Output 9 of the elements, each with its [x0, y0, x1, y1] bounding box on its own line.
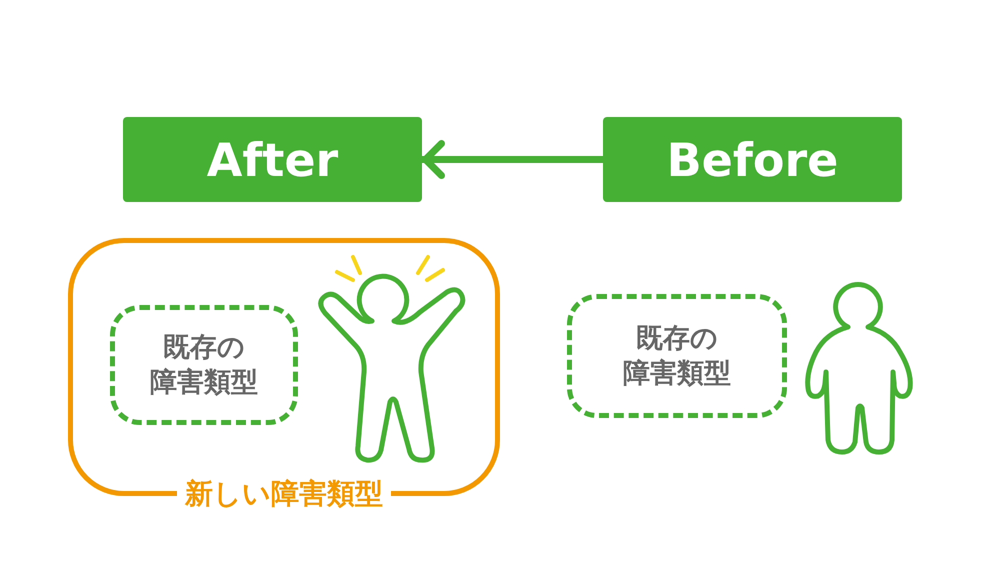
dashed-frame	[110, 305, 298, 425]
banner-label: After	[206, 136, 338, 182]
category-label: 既存の障害類型	[622, 322, 732, 391]
heading-banner	[123, 117, 422, 202]
heading-banner	[603, 117, 902, 202]
frame-title: 新しい障害類型	[177, 478, 391, 510]
dashed-frame	[567, 294, 787, 418]
banner-label: Before	[666, 136, 838, 182]
category-label: 既存の障害類型	[148, 330, 259, 400]
